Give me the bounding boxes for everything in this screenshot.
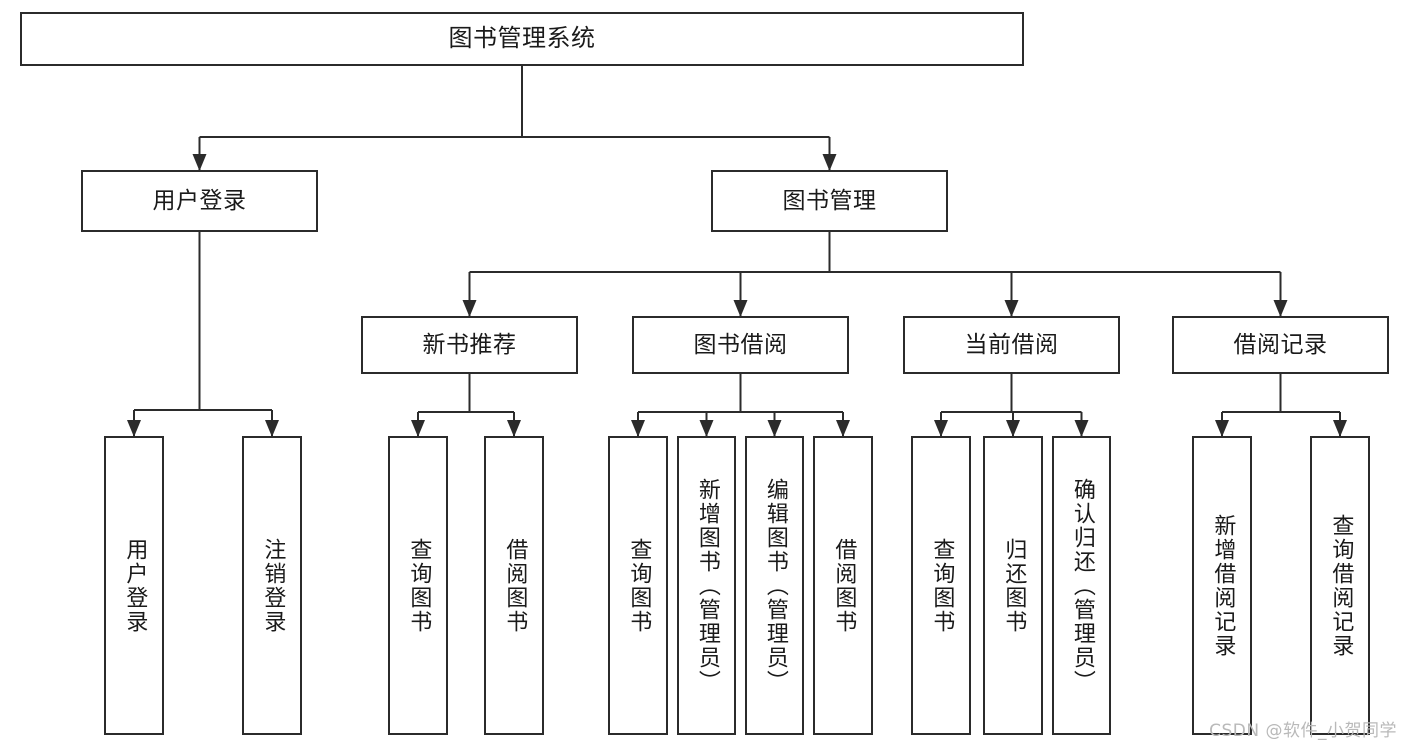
node-label: 编辑图书（管理员） [762,477,788,694]
node-label: 图书管理 [782,187,877,214]
node-leaf-query-book-1[interactable]: 查询图书 [388,436,448,735]
node-leaf-add-record[interactable]: 新增借阅记录 [1192,436,1252,735]
node-label: 借阅图书 [831,537,857,634]
node-leaf-return-book[interactable]: 归还图书 [983,436,1043,735]
node-leaf-user-logout[interactable]: 注销登录 [242,436,302,735]
node-label: 注销登录 [260,537,286,634]
node-label: 用户登录 [152,187,247,214]
node-leaf-confirm-ret[interactable]: 确认归还（管理员） [1052,436,1111,735]
node-label: 新增借阅记录 [1210,513,1236,658]
node-leaf-borrow-book-1[interactable]: 借阅图书 [484,436,544,735]
node-leaf-edit-book[interactable]: 编辑图书（管理员） [745,436,804,735]
node-label: 图书管理系统 [448,24,596,53]
node-label: 查询图书 [626,537,652,634]
node-label: 借阅图书 [502,537,528,634]
node-label: 当前借阅 [964,331,1059,358]
node-borrow-record[interactable]: 借阅记录 [1172,316,1389,374]
node-label: 查询图书 [929,537,955,634]
node-current-borrow[interactable]: 当前借阅 [903,316,1120,374]
node-book-borrow[interactable]: 图书借阅 [632,316,849,374]
node-leaf-query-book-3[interactable]: 查询图书 [911,436,971,735]
node-label: 查询图书 [406,537,432,634]
node-label: 归还图书 [1001,537,1027,634]
node-label: 确认归还（管理员） [1069,477,1095,694]
node-label: 借阅记录 [1233,331,1328,358]
node-book-manage[interactable]: 图书管理 [711,170,948,232]
node-leaf-query-book-2[interactable]: 查询图书 [608,436,668,735]
node-label: 新书推荐 [422,331,517,358]
node-leaf-add-book[interactable]: 新增图书（管理员） [677,436,736,735]
node-user-login[interactable]: 用户登录 [81,170,318,232]
node-label: 查询借阅记录 [1328,513,1354,658]
node-leaf-borrow-book-2[interactable]: 借阅图书 [813,436,873,735]
node-root[interactable]: 图书管理系统 [20,12,1024,66]
node-label: 新增图书（管理员） [694,477,720,694]
node-label: 用户登录 [122,537,148,634]
node-new-book-rec[interactable]: 新书推荐 [361,316,578,374]
node-label: 图书借阅 [693,331,788,358]
csdn-watermark: CSDN @软件_小贺同学 [1209,721,1397,741]
node-leaf-query-record[interactable]: 查询借阅记录 [1310,436,1370,735]
node-leaf-user-login[interactable]: 用户登录 [104,436,164,735]
